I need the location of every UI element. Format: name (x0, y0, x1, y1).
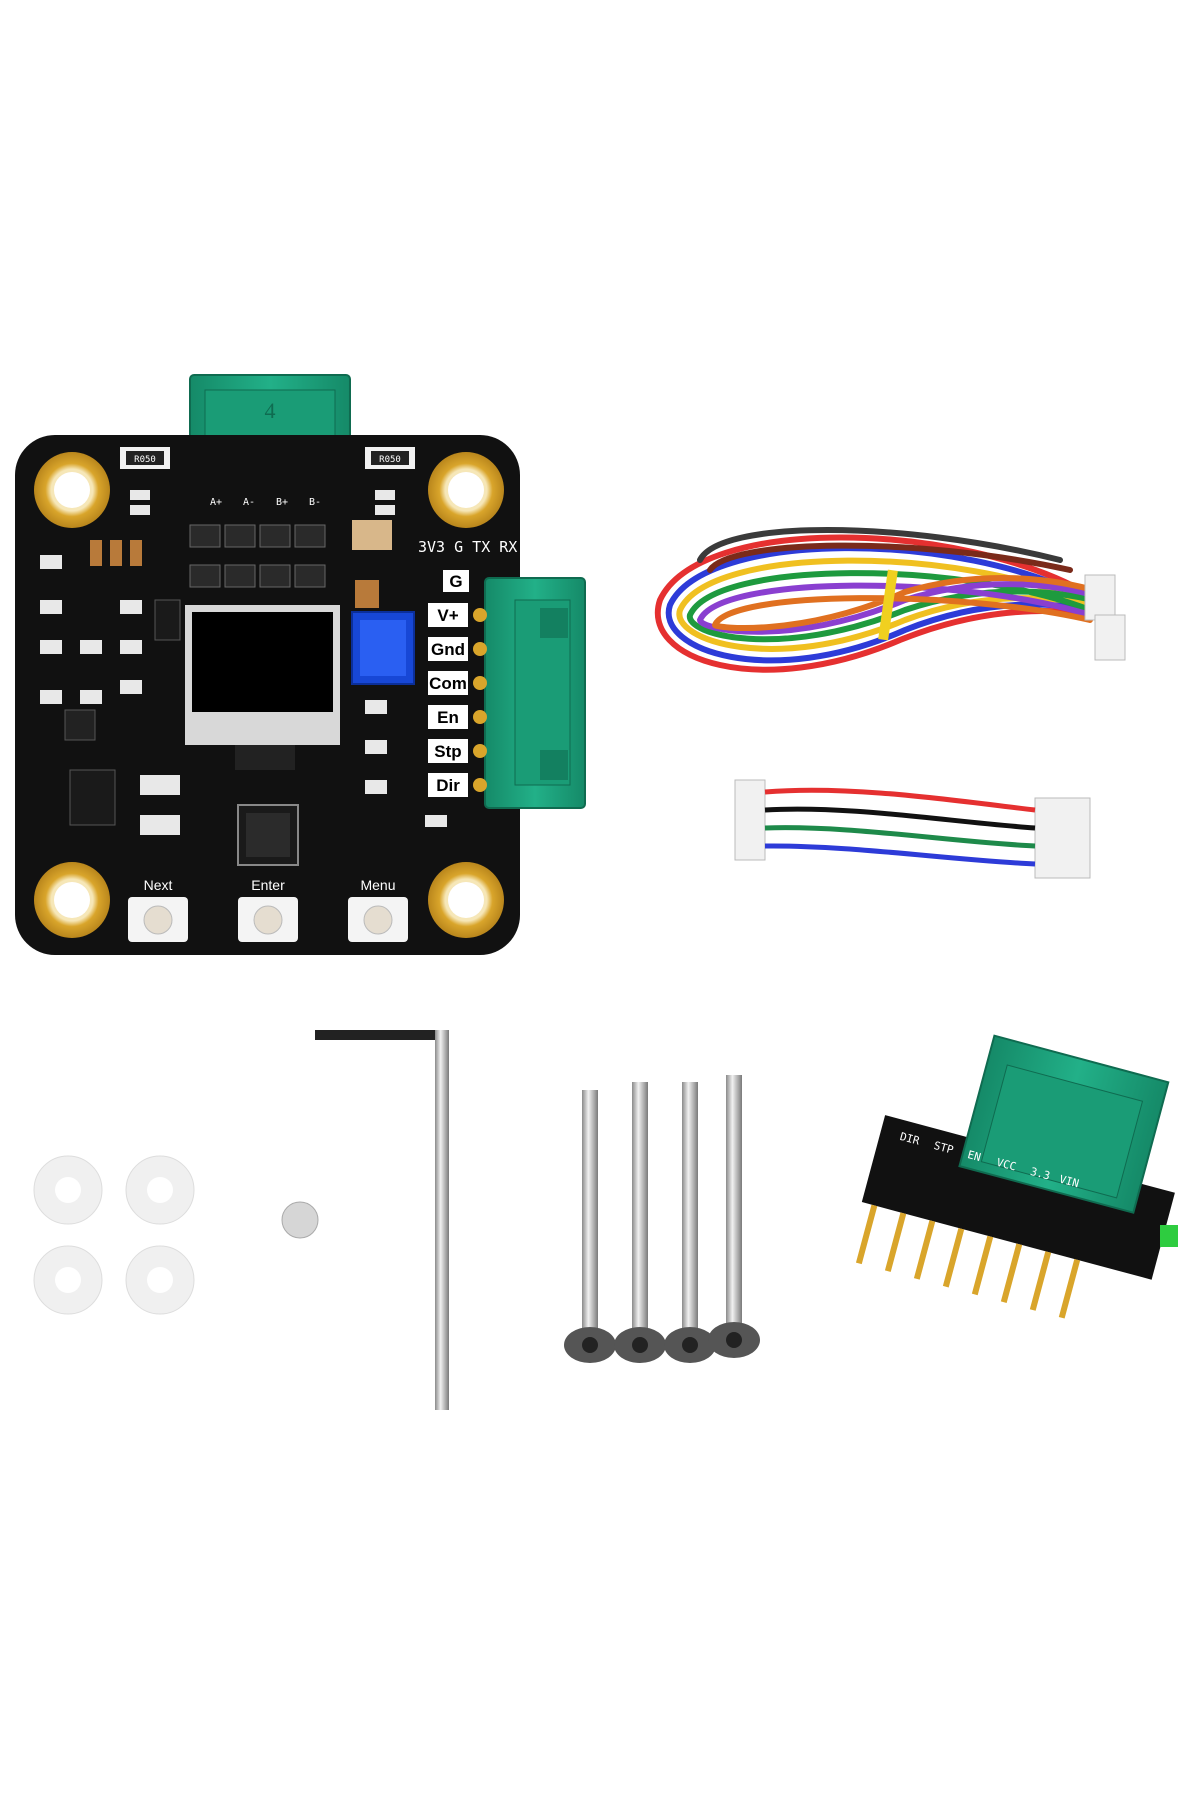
svg-text:EN: EN (966, 1148, 982, 1164)
potentiometer (351, 611, 415, 685)
svg-text:G: G (449, 572, 462, 591)
next-button[interactable]: Next (128, 877, 188, 942)
magnet (281, 1201, 319, 1239)
control-connector (484, 577, 586, 809)
washers (33, 1155, 195, 1315)
svg-text:Stp: Stp (434, 742, 461, 761)
ic-chip (64, 599, 181, 826)
ground-tab: G (443, 570, 469, 592)
cable-connector (1084, 574, 1126, 661)
hex-key (315, 1030, 449, 1410)
svg-text:En: En (437, 708, 459, 727)
short-cable (734, 779, 1091, 879)
svg-text:V+: V+ (437, 606, 458, 625)
svg-text:Dir: Dir (436, 776, 460, 795)
mosfet-array (189, 524, 326, 588)
svg-text:3.3: 3.3 (1029, 1165, 1052, 1183)
svg-text:Gnd: Gnd (431, 640, 465, 659)
svg-text:VCC: VCC (995, 1156, 1018, 1174)
enter-button[interactable]: Enter (238, 877, 298, 942)
sense-resistor: R050 (120, 447, 170, 469)
svg-text:R050: R050 (134, 455, 156, 465)
svg-text:B+: B+ (276, 497, 288, 508)
svg-text:A+: A+ (210, 497, 222, 508)
svg-text:STP: STP (932, 1139, 955, 1157)
long-cable (654, 527, 1113, 673)
svg-text:Enter: Enter (251, 877, 285, 893)
svg-text:Menu: Menu (360, 877, 395, 893)
oled-display (185, 605, 340, 770)
uart-header-label: 3V3 G TX RX (418, 538, 517, 556)
control-pin-labels: V+ Gnd Com En Stp Dir (428, 603, 487, 797)
adapter-board: DIR STP EN VCC 3.3 VIN (855, 1034, 1178, 1319)
adapter-pin-labels: DIR STP EN VCC 3.3 VIN (898, 1130, 1080, 1190)
motor-pin-labels: A+ A- B+ B- (210, 497, 321, 508)
sense-resistor: R050 (365, 447, 415, 469)
svg-text:B-: B- (309, 497, 321, 508)
svg-text:Com: Com (429, 674, 467, 693)
svg-text:A-: A- (243, 497, 255, 508)
menu-button[interactable]: Menu (348, 877, 408, 942)
svg-text:Next: Next (144, 877, 173, 893)
svg-text:VIN: VIN (1058, 1173, 1081, 1191)
smd-components (40, 490, 447, 835)
microcontroller (237, 804, 299, 866)
svg-text:R050: R050 (379, 455, 401, 465)
connector-number: 4 (265, 398, 276, 423)
svg-text:DIR: DIR (898, 1130, 921, 1148)
stepper-driver-board: 4 R050 R050 A+ A- (15, 374, 586, 955)
screws (564, 1075, 760, 1363)
